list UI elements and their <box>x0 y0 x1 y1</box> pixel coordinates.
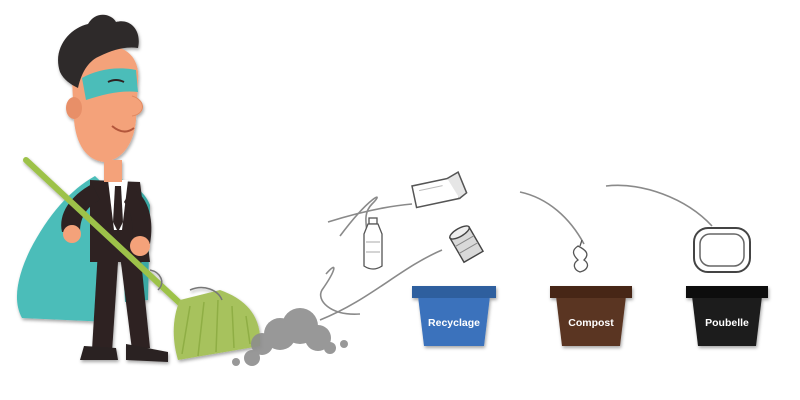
superhero-sweeping-icon <box>16 14 261 362</box>
trash-bin-body <box>692 296 762 346</box>
compost-bin-rim <box>550 286 632 298</box>
dust-cloud-icon <box>232 308 348 366</box>
recycling-bin-body <box>418 296 490 346</box>
compost-bin-icon: Compost <box>550 286 632 346</box>
apple-core-icon <box>572 239 589 273</box>
plastic-lid-icon <box>693 227 751 273</box>
recycling-bin-rim <box>412 286 496 298</box>
tin-can-icon <box>449 225 485 264</box>
broom-handle <box>23 157 201 323</box>
character-hair <box>58 14 139 88</box>
trash-bin-icon: Poubelle <box>686 286 768 346</box>
plastic-bottle-icon <box>363 217 383 270</box>
mask <box>82 68 138 100</box>
trash-bin-rim <box>686 286 768 298</box>
compost-bin-label: Compost <box>568 317 614 329</box>
paper-bag-icon <box>411 171 468 209</box>
trajectory-lines <box>319 184 713 321</box>
trash-bin-label: Poubelle <box>705 317 749 329</box>
recycling-bin-label: Recyclage <box>428 317 480 329</box>
recycling-bin-icon: Recyclage <box>412 286 496 346</box>
compost-bin-body <box>556 296 626 346</box>
